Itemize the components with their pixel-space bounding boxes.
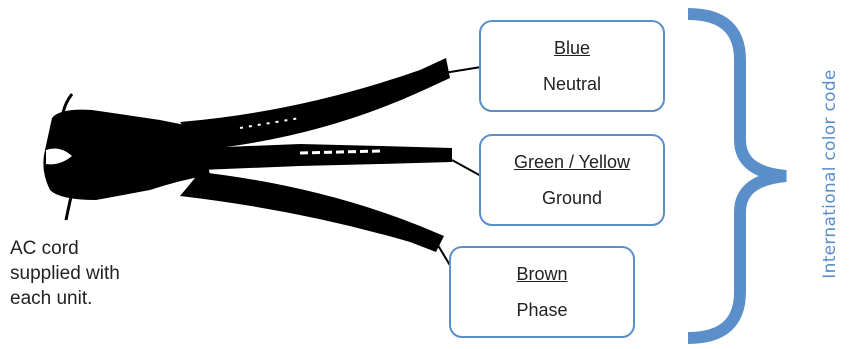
leader-line-blue [443, 66, 482, 74]
grouping-brace [687, 8, 787, 344]
wire-label-box-brown: Brown Phase [449, 246, 635, 338]
wire-color-name: Brown [516, 264, 568, 284]
group-label: International color code [820, 69, 840, 279]
wire-brown [180, 172, 444, 252]
cord-sheath [43, 109, 211, 200]
wire-role: Neutral [542, 74, 602, 94]
cord-strand-bottom [64, 175, 78, 221]
wire-role: Ground [541, 188, 603, 208]
wire-blue-highlight [239, 117, 301, 129]
cord-strand-top [60, 93, 74, 119]
cord-caption: AC cord supplied with each unit. [10, 236, 180, 311]
wire-color-name: Blue [553, 38, 591, 58]
wire-color-name: Green / Yellow [513, 152, 631, 172]
wire-label-box-green-yellow: Green / Yellow Ground [479, 134, 665, 226]
leader-line-green-yellow [451, 159, 482, 177]
wire-green-yellow-highlight [299, 149, 381, 155]
wire-role: Phase [516, 300, 568, 320]
wire-green-yellow [200, 144, 452, 170]
wire-label-box-blue: Blue Neutral [479, 20, 665, 112]
wire-blue [180, 58, 450, 150]
caption-line-2: supplied with [10, 263, 120, 284]
cord-notch [46, 148, 72, 165]
caption-line-3: each unit. [10, 288, 93, 309]
caption-line-1: AC cord [10, 238, 79, 259]
